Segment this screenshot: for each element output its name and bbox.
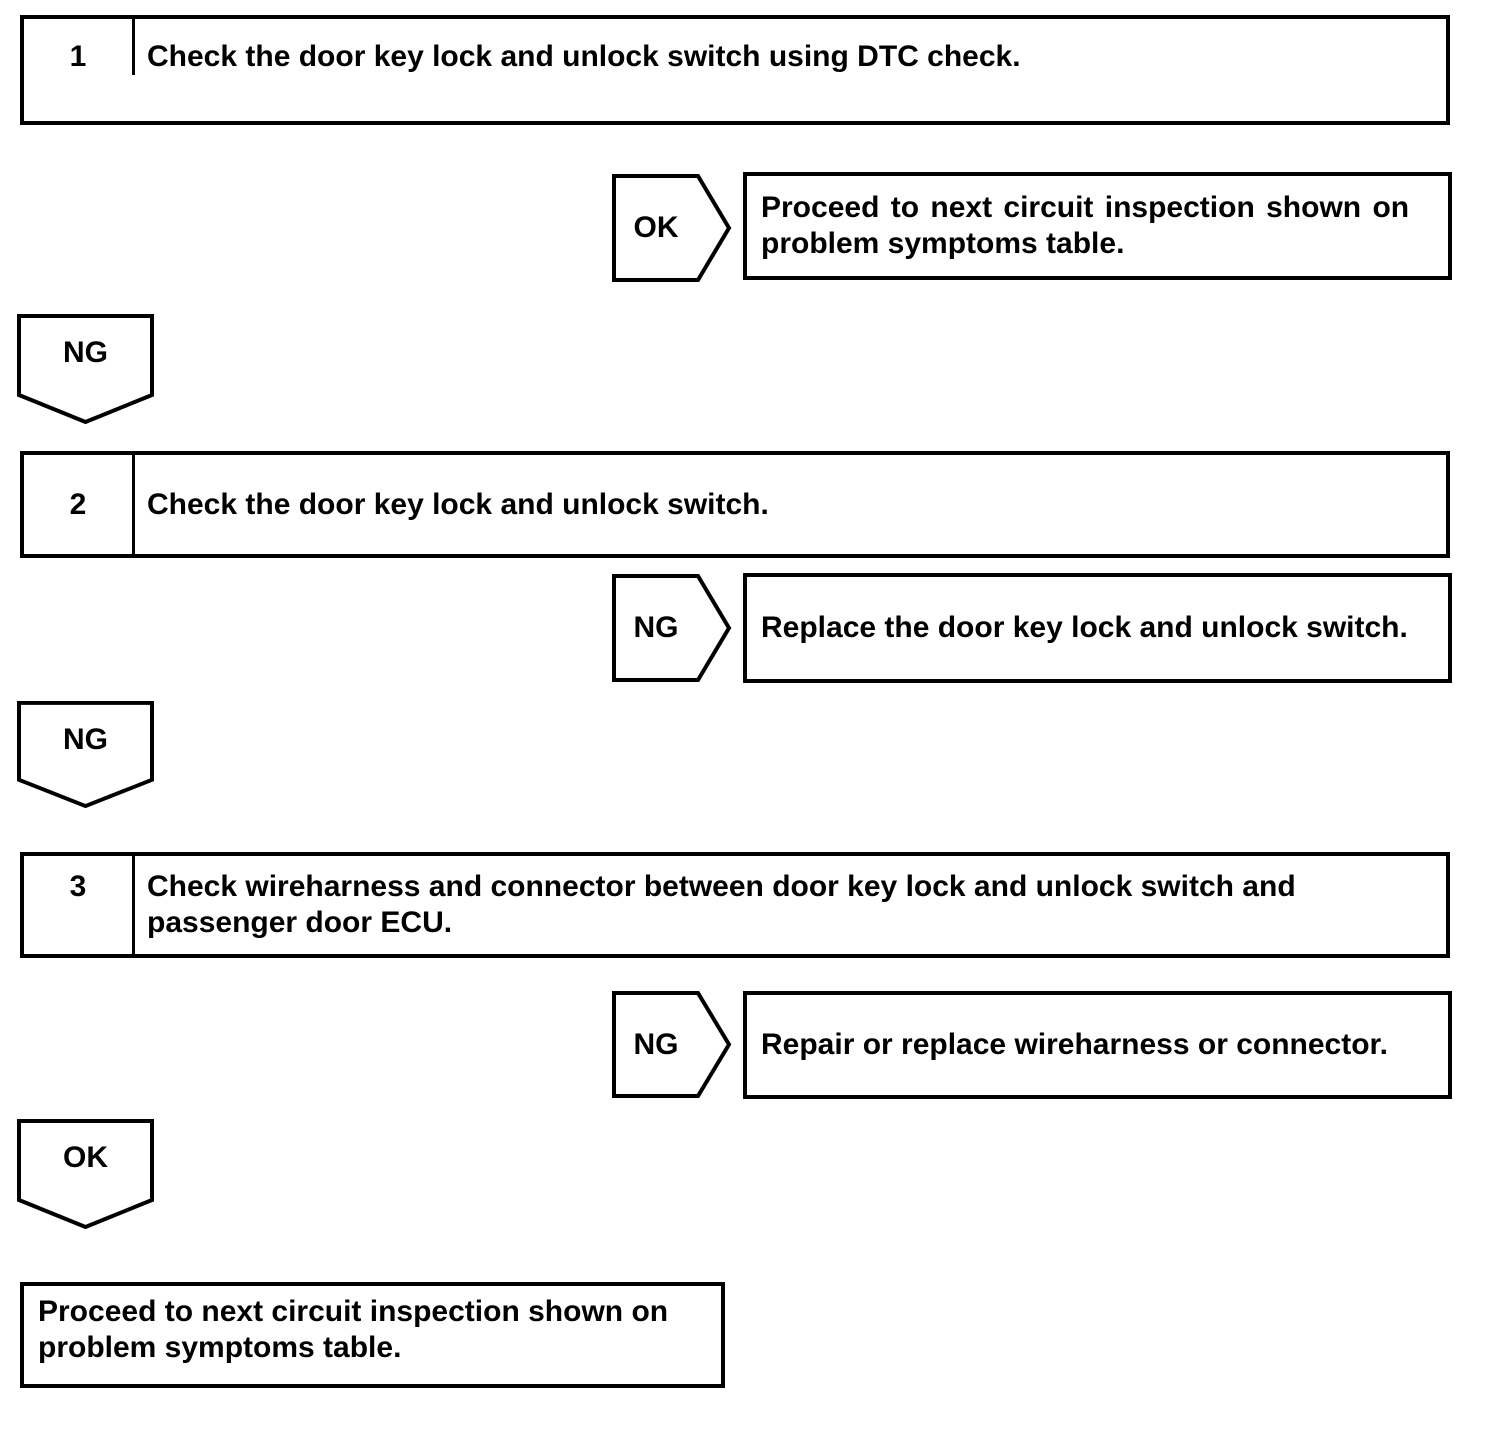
step-instruction: Check the door key lock and unlock switc…: [135, 487, 1446, 523]
ok-down-connector: OK: [17, 1119, 154, 1229]
connector-label: NG: [63, 336, 108, 369]
connector-label: OK: [63, 1141, 108, 1174]
step-number-cell: 3: [24, 856, 135, 954]
step-instruction: Check wireharness and connector between …: [135, 869, 1446, 941]
ng-branch-arrow: NG: [612, 574, 732, 682]
step-number: 2: [69, 487, 87, 521]
branch-result-box: Repair or replace wireharness or connect…: [743, 991, 1452, 1099]
branch-result-box: Replace the door key lock and unlock swi…: [743, 573, 1452, 683]
step-number: 1: [69, 40, 87, 73]
down-pentagon-shape: [17, 314, 154, 424]
connector-label: NG: [63, 723, 108, 756]
step-1-box: 1 Check the door key lock and unlock swi…: [20, 15, 1450, 125]
end-result-box: Proceed to next circuit inspection shown…: [20, 1282, 725, 1388]
step-instruction-line: Check wireharness and connector between …: [147, 870, 1296, 903]
end-result-line: Proceed to next circuit inspection shown…: [38, 1295, 669, 1328]
step-2-box: 2 Check the door key lock and unlock swi…: [20, 451, 1450, 558]
result-line: Proceed to next circuit inspection shown…: [761, 191, 1410, 224]
step-3-box: 3 Check wireharness and connector betwee…: [20, 852, 1450, 958]
result-line: problem symptoms table.: [761, 227, 1125, 260]
ok-branch-arrow: OK: [612, 174, 732, 282]
step-instruction-line: Check the door key lock and unlock switc…: [147, 487, 769, 521]
result-line: Replace the door key lock and unlock swi…: [761, 611, 1408, 644]
right-pentagon-shape: [612, 574, 732, 682]
branch-label: NG: [633, 1027, 679, 1061]
step-instruction: Check the door key lock and unlock switc…: [135, 19, 1446, 75]
down-pentagon-shape: [17, 1119, 154, 1229]
ng-down-connector: NG: [17, 701, 154, 808]
step-number-cell: 2: [24, 455, 135, 554]
result-line: Repair or replace wireharness or connect…: [761, 1028, 1388, 1061]
down-pentagon-shape: [17, 701, 154, 808]
right-pentagon-shape: [612, 174, 732, 282]
ng-branch-arrow: NG: [612, 991, 732, 1098]
branch-label: OK: [633, 211, 679, 244]
end-result-line: problem symptoms table.: [38, 1331, 402, 1364]
ng-down-connector: NG: [17, 314, 154, 424]
branch-label: NG: [633, 611, 679, 644]
right-pentagon-shape: [612, 991, 732, 1098]
step-number-cell: 1: [24, 19, 135, 75]
step-instruction-line: passenger door ECU.: [147, 906, 453, 939]
step-number: 3: [69, 870, 87, 903]
branch-result-box: Proceed to next circuit inspection shown…: [743, 172, 1452, 280]
step-instruction-line: Check the door key lock and unlock switc…: [147, 40, 1021, 73]
